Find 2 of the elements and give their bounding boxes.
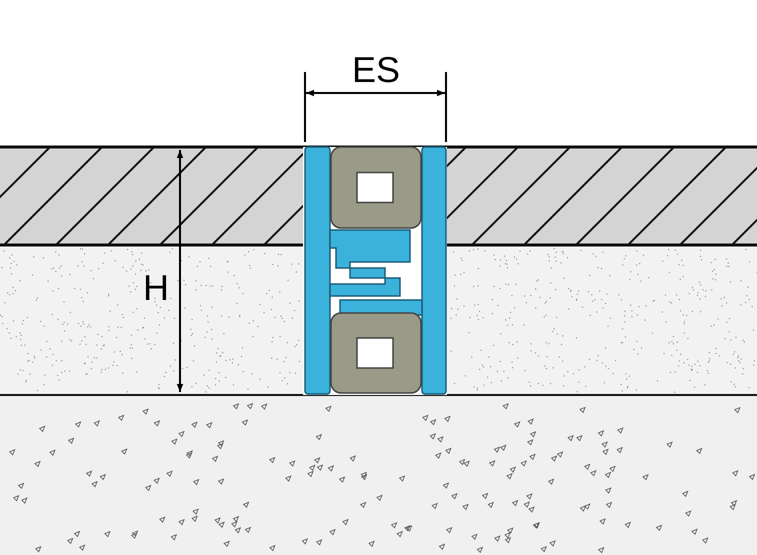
dimension-label: ES — [352, 52, 400, 88]
dimension-label: H — [143, 270, 169, 306]
